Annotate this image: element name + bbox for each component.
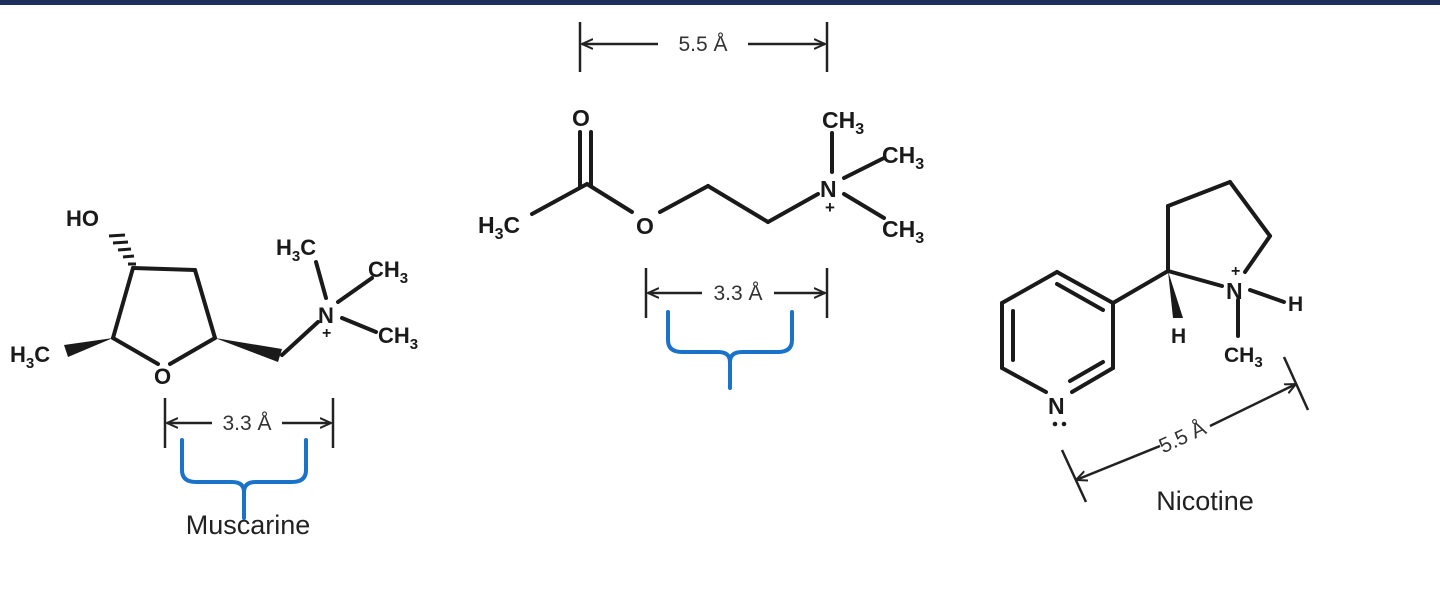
positive-charge-icon: +: [825, 198, 835, 217]
brace-icon: [666, 310, 794, 390]
atom-ch3-top: CH3: [822, 107, 864, 138]
solid-wedge: [1168, 271, 1183, 318]
atom-o-ester: O: [636, 213, 654, 239]
solid-wedge: [215, 338, 282, 362]
atom-o-ring: O: [154, 364, 171, 389]
atom-n-plus: N: [1226, 278, 1243, 304]
distance-label: 3.3 Å: [713, 282, 762, 305]
atom-ho: HO: [66, 206, 99, 231]
muscarine-structure: HO H3C O H3C CH3 N + CH3 3.3 Å Muscarine: [10, 206, 418, 540]
solid-wedge: [64, 338, 113, 357]
lone-pair-dot: [1061, 421, 1067, 427]
acetylcholine-structure: 5.5 Å O H3C O CH3 CH3 N + CH3: [478, 22, 924, 390]
atom-h3c-top: H3C: [276, 235, 316, 265]
hashed-wedge: [108, 233, 136, 266]
acetylcholine-distance-top: 5.5 Å: [578, 22, 829, 72]
atom-h3c-left: H3C: [10, 342, 50, 372]
muscarine-bonds: [64, 233, 378, 366]
atom-n-plus: N: [318, 303, 334, 328]
distance-label: 5.5 Å: [678, 33, 727, 56]
nicotine-bonds: [1000, 180, 1286, 394]
header-bar: [0, 0, 1440, 5]
atom-ch3-lower: CH3: [378, 323, 418, 353]
positive-charge-icon: +: [1231, 263, 1240, 280]
muscarine-distance-marker: 3.3 Å: [163, 398, 335, 448]
atom-n-plus: N: [820, 176, 837, 202]
nicotine-distance-marker: 5.5 Å: [1060, 356, 1310, 503]
acetylcholine-bonds: [530, 130, 886, 224]
atom-h3c: H3C: [478, 212, 520, 243]
nicotine-structure: N H N + H CH3 5.5 Å Nicotine: [1000, 180, 1310, 516]
distance-label: 3.3 Å: [222, 412, 271, 435]
atom-h-n: H: [1288, 293, 1303, 316]
lone-pair-dot: [1052, 421, 1058, 427]
muscarine-atoms: HO H3C O H3C CH3 N + CH3: [10, 206, 418, 389]
positive-charge-icon: +: [322, 325, 331, 342]
brace-icon: [180, 438, 308, 520]
distance-label: 5.5 Å: [1156, 417, 1210, 459]
atom-n-pyridine: N: [1048, 393, 1065, 419]
atom-ch3-bottom: CH3: [882, 216, 924, 247]
atom-ch3: CH3: [1224, 344, 1263, 371]
atom-ch3-right: CH3: [882, 142, 924, 173]
atom-h-stereo: H: [1171, 325, 1186, 348]
acetylcholine-distance-bottom: 3.3 Å: [644, 268, 829, 318]
acetylcholine-atoms: O H3C O CH3 CH3 N + CH3: [478, 105, 924, 247]
atom-o-carbonyl: O: [572, 105, 590, 131]
molecule-name-nicotine: Nicotine: [1156, 486, 1254, 516]
atom-ch3-upper: CH3: [368, 257, 408, 287]
nicotine-atoms: N H N + H CH3: [1048, 263, 1303, 427]
molecule-name-muscarine: Muscarine: [186, 510, 311, 540]
